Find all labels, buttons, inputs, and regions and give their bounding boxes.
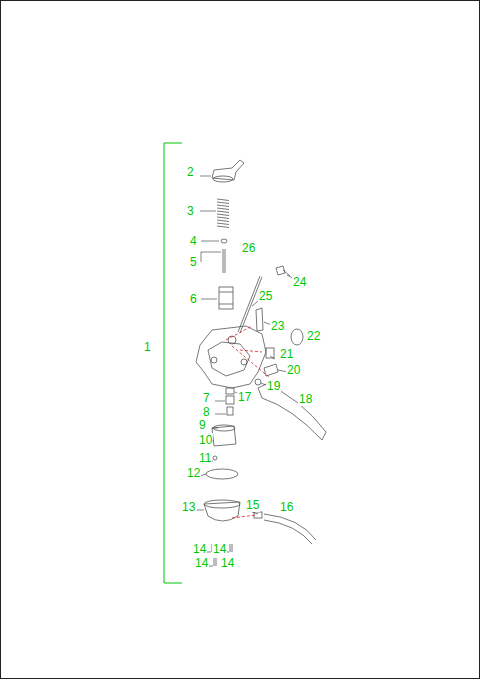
leader-lines (197, 176, 296, 566)
washer (221, 239, 227, 243)
spacer (227, 407, 233, 415)
callout-number: 21 (279, 347, 294, 361)
callout-number: 22 (306, 329, 321, 343)
bolt (276, 266, 290, 276)
spring (217, 199, 229, 228)
bushing (266, 348, 274, 358)
parts (196, 160, 326, 566)
callout-number: 12 (186, 466, 201, 480)
callout-number: 5 (189, 255, 198, 269)
cap-rim (213, 176, 233, 182)
spring-coil (217, 199, 229, 201)
center-line (226, 326, 270, 378)
group-bracket (164, 143, 182, 583)
callout-number: 14 (220, 556, 235, 570)
callout-number: 17 (237, 390, 252, 404)
callout-number: 13 (181, 500, 196, 514)
callout-number: 4 (189, 234, 198, 248)
small-ring (213, 456, 217, 460)
piston-grooves (219, 292, 233, 304)
callout-number: 10 (198, 433, 213, 447)
reservoir-rim (204, 500, 240, 508)
spring-coil (217, 208, 229, 210)
seal (226, 396, 234, 404)
callout-number: 15 (245, 498, 260, 512)
leader-line (197, 176, 296, 566)
spring-coil (217, 211, 229, 213)
o-ring (291, 329, 303, 345)
callout-number: 11 (198, 451, 212, 465)
callout-number: 8 (202, 405, 211, 419)
pivot (255, 379, 261, 385)
spring-coil (217, 220, 229, 222)
center-line (232, 515, 256, 518)
callout-number: 25 (258, 289, 273, 303)
nut (264, 364, 278, 376)
center-lines (226, 326, 270, 518)
body-port (211, 357, 217, 363)
callout-number: 3 (186, 204, 195, 218)
boot (226, 388, 234, 394)
reservoir (204, 502, 240, 521)
callout-number: 2 (186, 165, 195, 179)
master-cylinder-body (196, 326, 266, 388)
spring-coil (217, 226, 229, 228)
hose (264, 514, 316, 544)
diaphragm (206, 469, 238, 479)
callout-number: 14 (194, 556, 209, 570)
body-port (241, 359, 247, 365)
callout-number: 16 (279, 500, 294, 514)
callout-number: 23 (270, 319, 285, 333)
spring-coil (217, 217, 229, 219)
callout-number: 7 (202, 391, 211, 405)
callout-number: 26 (241, 241, 256, 255)
callout-number: 20 (286, 363, 301, 377)
callout-number: 18 (298, 392, 313, 406)
body-detail (208, 342, 250, 376)
body-port (228, 336, 236, 344)
piston (219, 287, 233, 309)
screw (256, 308, 263, 331)
callout-number: 14 (192, 542, 207, 556)
callout-number: 9 (198, 418, 207, 432)
cap (212, 426, 236, 446)
callout-number: 6 (189, 292, 198, 306)
rod (238, 276, 262, 333)
spring-coil (217, 205, 229, 207)
spring-coil (217, 214, 229, 216)
spring-coil (217, 223, 229, 225)
callout-number: 19 (266, 379, 281, 393)
callout-number: 24 (292, 275, 307, 289)
pin (223, 249, 225, 273)
callout-number: 1 (143, 340, 152, 354)
spring-coil (217, 202, 229, 204)
callout-number: 14 (212, 542, 227, 556)
